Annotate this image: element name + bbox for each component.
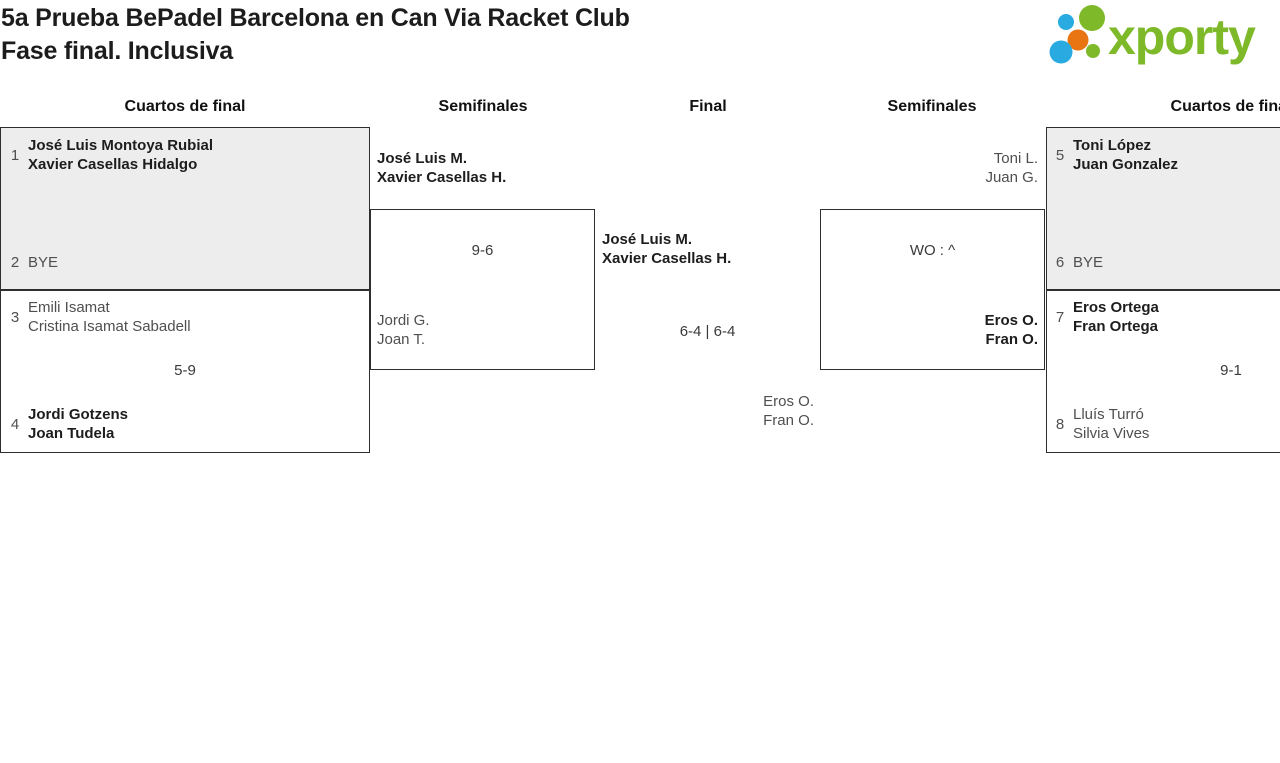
xporty-logo[interactable]: xporty <box>1046 4 1280 68</box>
round-header-cuartos-left: Cuartos de final <box>124 98 246 115</box>
player-name: Eros O. <box>984 312 1038 329</box>
seed-number: 4 <box>10 416 20 433</box>
seed-number: 1 <box>10 147 20 164</box>
player-name: José Luis M. <box>602 231 693 248</box>
match-score: 5-9 <box>174 362 196 379</box>
player-name: Fran O. <box>985 331 1038 348</box>
logo-dot-big-green <box>1079 5 1105 31</box>
team-pair: José Luis Montoya Rubial Xavier Casellas… <box>28 136 213 174</box>
team-pair: Lluís Turró Silvia Vives <box>1073 405 1149 443</box>
page-title-line1: 5a Prueba BePadel Barcelona en Can Via R… <box>1 4 630 32</box>
match-box-sf-right[interactable] <box>820 209 1045 370</box>
team-pair: Eros Ortega Fran Ortega <box>1073 298 1159 336</box>
seed-number: 6 <box>1055 254 1065 271</box>
player-name: Silvia Vives <box>1073 425 1150 442</box>
round-header-semifinales-right: Semifinales <box>887 98 977 115</box>
page-title-line2: Fase final. Inclusiva <box>1 37 234 65</box>
match-score: WO : ^ <box>909 242 956 259</box>
match-box-qf-left-top[interactable] <box>0 127 370 290</box>
round-header-cuartos-right: Cuartos de final <box>1170 98 1280 115</box>
player-name: Juan Gonzalez <box>1073 156 1179 173</box>
player-name: Cristina Isamat Sabadell <box>28 318 191 335</box>
team-pair: José Luis M. Xavier Casellas H. <box>602 230 731 268</box>
player-name: Eros O. <box>763 393 814 410</box>
match-score: 9-6 <box>471 242 494 259</box>
match-score: 6-4 | 6-4 <box>679 323 736 340</box>
player-name: Emili Isamat <box>28 299 110 316</box>
team-pair: Emili Isamat Cristina Isamat Sabadell <box>28 298 191 336</box>
player-name: José Luis Montoya Rubial <box>28 137 214 154</box>
seed-number: 7 <box>1055 309 1065 326</box>
player-name: Xavier Casellas H. <box>602 250 732 267</box>
logo-dot-small-green <box>1086 44 1100 58</box>
player-name: Xavier Casellas H. <box>377 169 507 186</box>
team-pair: Jordi Gotzens Joan Tudela <box>28 405 128 443</box>
logo-dot-orange <box>1067 29 1089 51</box>
seed-number: 2 <box>10 254 20 271</box>
match-box-sf-left[interactable] <box>370 209 595 370</box>
team-pair: Eros O. Fran O. <box>820 311 1038 349</box>
player-name: Fran O. <box>763 412 814 429</box>
team-bye: BYE <box>28 254 59 271</box>
round-header-final: Final <box>689 98 727 115</box>
player-name: Fran Ortega <box>1073 318 1159 335</box>
match-box-qf-right-top[interactable] <box>1046 127 1280 290</box>
player-name: Jordi G. <box>377 312 430 329</box>
player-name: Toni López <box>1073 137 1152 154</box>
player-name: Toni L. <box>993 150 1038 167</box>
player-name: Juan G. <box>985 169 1038 186</box>
logo-dot-big-blue <box>1049 40 1073 64</box>
match-score: 9-1 <box>1220 362 1242 379</box>
team-pair: Toni L. Juan G. <box>820 149 1038 187</box>
round-header-semifinales-left: Semifinales <box>438 98 528 115</box>
seed-number: 5 <box>1055 147 1065 164</box>
match-box-qf-right-bottom[interactable] <box>1046 290 1280 453</box>
page-title: 5a Prueba BePadel Barcelona en Can Via R… <box>1 2 630 68</box>
player-name: Eros Ortega <box>1073 299 1159 316</box>
team-pair: Jordi G. Joan T. <box>377 311 430 349</box>
team-pair: José Luis M. Xavier Casellas H. <box>377 149 506 187</box>
player-name: Jordi Gotzens <box>28 406 129 423</box>
player-name: José Luis M. <box>377 150 468 167</box>
team-bye: BYE <box>1073 254 1104 271</box>
logo-wordmark: xporty <box>1108 9 1256 65</box>
player-name: Xavier Casellas Hidalgo <box>28 156 198 173</box>
logo-dot-small-blue <box>1058 14 1074 30</box>
seed-number: 8 <box>1055 416 1065 433</box>
player-name: Joan Tudela <box>28 425 115 442</box>
seed-number: 3 <box>10 309 20 326</box>
team-pair: Toni López Juan Gonzalez <box>1073 136 1178 174</box>
player-name: Joan T. <box>377 331 426 348</box>
player-name: Lluís Turró <box>1073 406 1144 423</box>
team-pair: Eros O. Fran O. <box>595 392 814 430</box>
match-box-qf-left-bottom[interactable] <box>0 290 370 453</box>
